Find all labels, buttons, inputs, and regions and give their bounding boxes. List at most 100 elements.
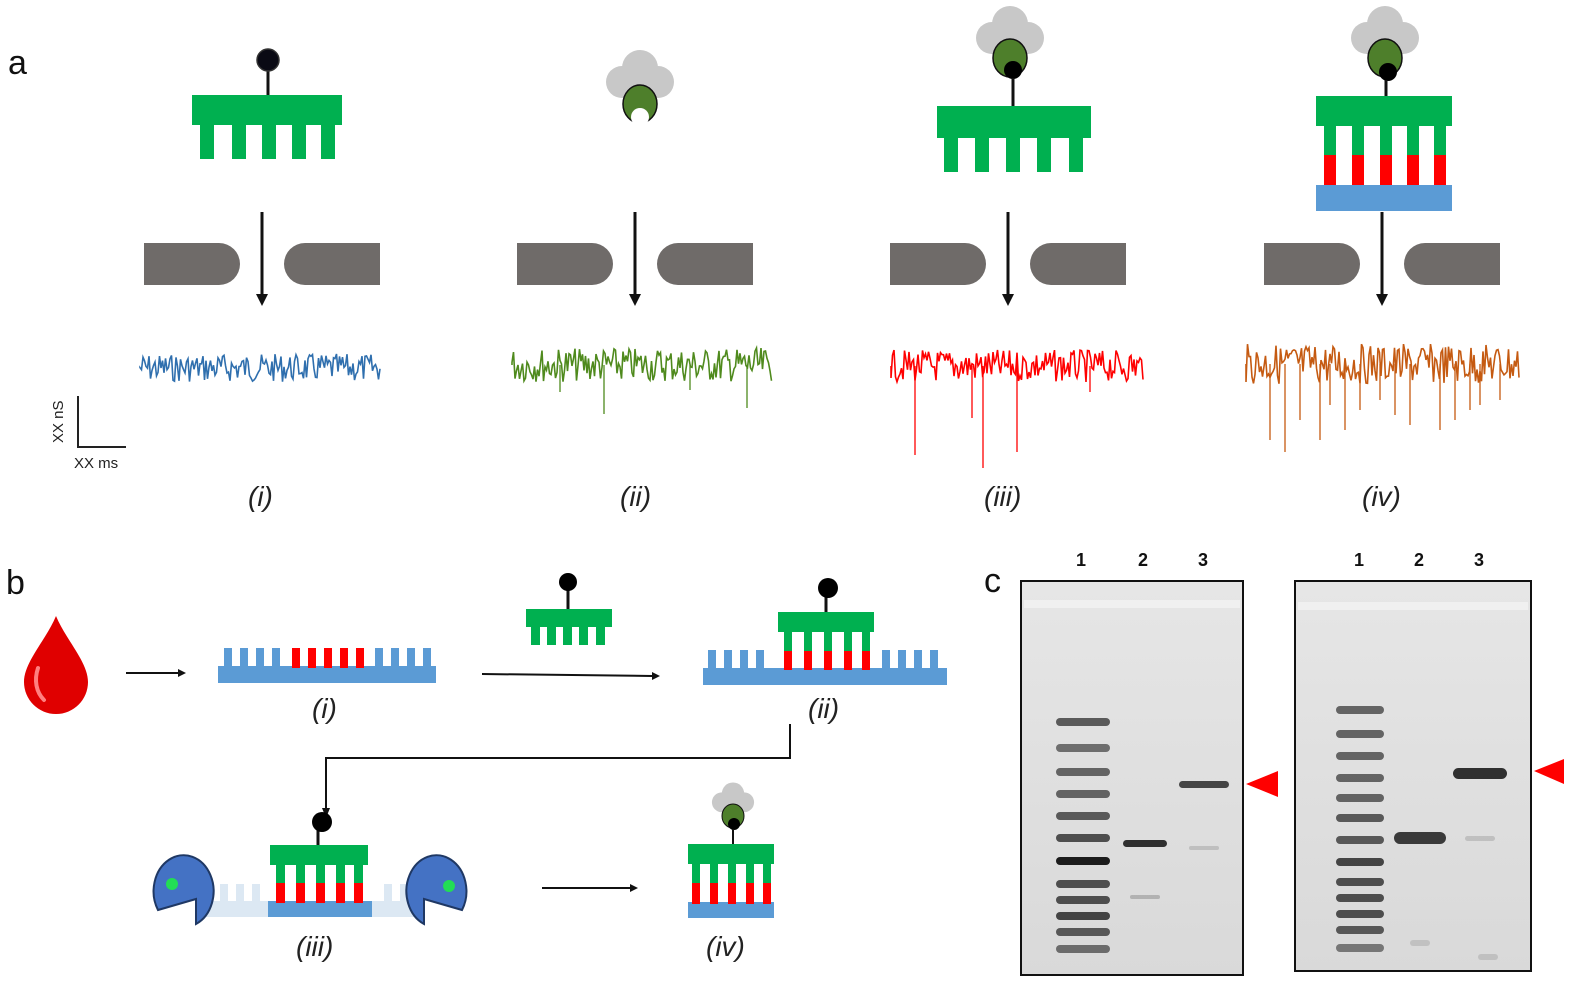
complex-iv (1316, 6, 1452, 211)
base (930, 650, 938, 670)
current-trace-1 (139, 352, 381, 383)
gel-band (1336, 878, 1384, 886)
gel-band (1336, 730, 1384, 738)
base (407, 648, 415, 668)
base (728, 862, 736, 884)
well-row (1298, 602, 1528, 610)
pore-right (284, 243, 380, 285)
gel-band (1336, 926, 1384, 934)
base (276, 863, 285, 884)
base (272, 648, 280, 668)
protein-ii (606, 50, 674, 126)
base (236, 884, 244, 903)
hybrid-ii (703, 578, 947, 685)
step-label-ii: (ii) (808, 693, 839, 724)
case-label-i: (i) (248, 481, 273, 512)
gel-band (1465, 836, 1495, 841)
gel-band (1336, 774, 1384, 782)
gel-band (1336, 910, 1384, 918)
base (710, 883, 718, 904)
step-label-i: (i) (312, 693, 337, 724)
panel-b-label: b (6, 564, 25, 602)
base (763, 883, 771, 904)
base (276, 883, 285, 903)
base (844, 630, 852, 652)
gel-band (1478, 954, 1498, 960)
well-row (1024, 600, 1240, 608)
gel-band (1056, 812, 1110, 820)
base (356, 648, 364, 668)
band-marker-left (1246, 771, 1278, 797)
base (756, 650, 764, 670)
base (804, 651, 812, 670)
gel-band (1130, 895, 1160, 899)
complex-iii (937, 6, 1091, 172)
base (423, 648, 431, 668)
base (256, 648, 264, 668)
scale-x-label: XX ms (74, 455, 118, 472)
arrowhead (629, 294, 641, 306)
gel-band (1056, 896, 1110, 904)
base (728, 883, 736, 904)
pore-left (1264, 243, 1360, 285)
current-trace-3 (890, 349, 1144, 385)
base (400, 884, 408, 903)
gel-band (1056, 790, 1110, 798)
base (220, 884, 228, 903)
gel2-lane-3: 3 (1474, 550, 1484, 570)
gel-band (1056, 928, 1110, 936)
gel-band (1336, 814, 1384, 822)
ligand-icon (256, 48, 280, 72)
gel-band (1179, 781, 1229, 788)
product-iv (688, 782, 774, 918)
base (746, 883, 754, 904)
base (224, 648, 232, 668)
sample-strand-i (218, 648, 436, 683)
current-trace-4 (1245, 343, 1520, 385)
probe-i (192, 48, 342, 159)
gel-band (1336, 858, 1384, 866)
base (914, 650, 922, 670)
gel-band (1056, 718, 1110, 726)
arrowhead (1376, 294, 1388, 306)
gel-band (1394, 832, 1446, 844)
pore-right (1404, 243, 1500, 285)
base (692, 862, 700, 884)
gel-left (1020, 580, 1244, 976)
base (336, 863, 345, 884)
base (308, 648, 316, 668)
gel-band (1123, 840, 1167, 847)
panel-c-label: c (984, 562, 1001, 600)
base (898, 650, 906, 670)
base (252, 884, 260, 903)
case-label-iv: (iv) (1362, 481, 1401, 512)
case-label-iii: (iii) (984, 481, 1021, 512)
panel-a-label: a (8, 44, 27, 82)
gel-band (1056, 768, 1110, 776)
base (746, 862, 754, 884)
gel-band (1453, 768, 1507, 779)
base (784, 651, 792, 670)
pore-left (890, 243, 986, 285)
blood-drop-icon (24, 616, 88, 714)
base (784, 630, 792, 652)
gel-band (1056, 857, 1110, 865)
gel1-lane-2: 2 (1138, 550, 1148, 570)
scale-bar: XX nS XX ms (50, 396, 126, 472)
base (336, 883, 345, 903)
base (804, 630, 812, 652)
gel-band (1336, 836, 1384, 844)
arrowhead (256, 294, 268, 306)
base (391, 648, 399, 668)
gel-right (1294, 580, 1532, 972)
base (824, 651, 832, 670)
gel-band (1410, 940, 1430, 946)
base (882, 650, 890, 670)
gel-band (1336, 706, 1384, 714)
base (862, 630, 870, 652)
arrow-2 (481, 673, 653, 677)
gel1-lane-1: 1 (1076, 550, 1086, 570)
gel-band (1056, 945, 1110, 953)
base (692, 883, 700, 904)
